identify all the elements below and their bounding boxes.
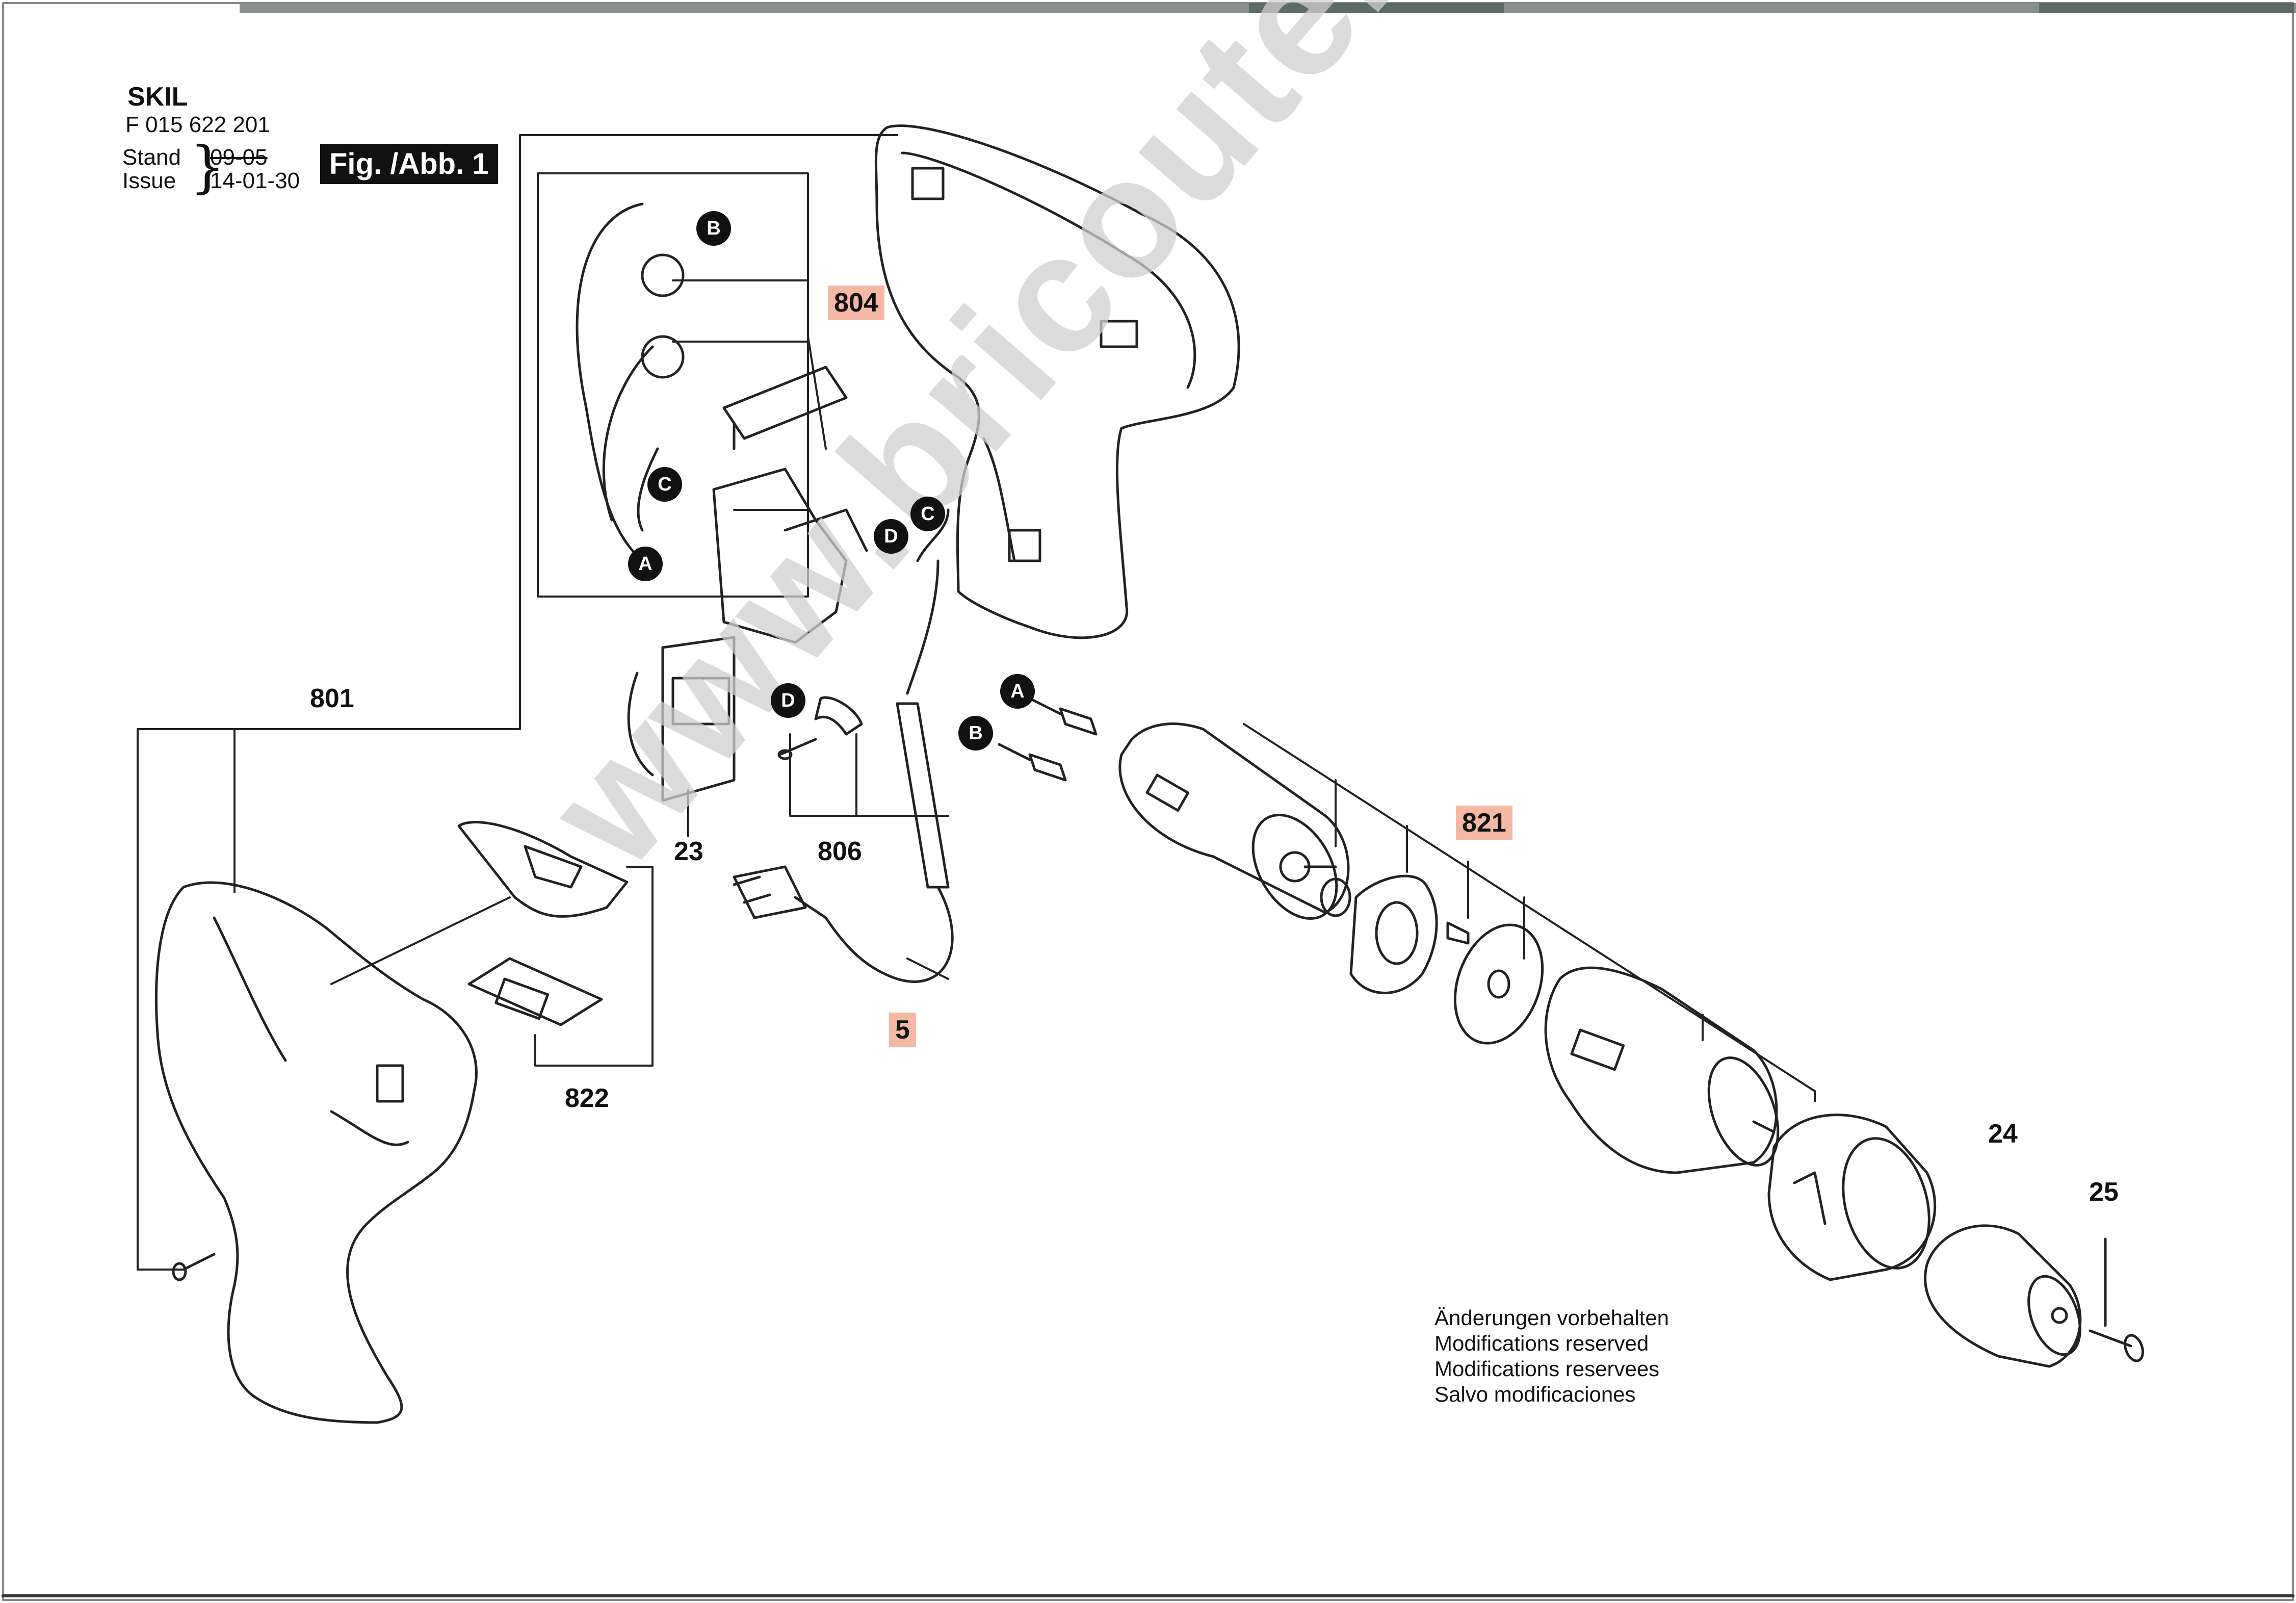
issue-date: 14-01-30 [210, 168, 300, 193]
part-821: 821 [1456, 806, 1512, 840]
stand-date: 09-05 [210, 145, 268, 170]
note-line: Salvo modificaciones [1434, 1382, 1636, 1406]
note-line: Modifications reservees [1434, 1357, 1660, 1381]
brace: } [190, 134, 225, 199]
chuck [1924, 1224, 2082, 1368]
gear-parts [1320, 874, 1544, 1045]
issue-label: Issue [122, 168, 176, 193]
part-806: 806 [818, 837, 862, 866]
power-cord [733, 508, 954, 983]
clutch-sleeve [1767, 1114, 1937, 1281]
motor [1118, 722, 1350, 920]
part-number: F 015 622 201 [125, 112, 270, 137]
part-23: 23 [674, 837, 703, 866]
brand-name: SKIL [127, 82, 188, 112]
cable-clamp [777, 696, 863, 760]
connector-b-terminal: B [958, 716, 993, 751]
stand-label: Stand [122, 145, 181, 170]
connector-c-harness: C [647, 467, 682, 502]
leaders-lower [534, 733, 949, 1067]
connector-c-cord: C [910, 497, 945, 531]
leader-801 [137, 134, 898, 1271]
chuck-screw [2089, 1237, 2144, 1362]
note-line: Änderungen vorbehalten [1434, 1306, 1669, 1330]
figure-label: Fig. /Abb. 1 [320, 144, 498, 184]
connector-a-terminal: A [1000, 674, 1035, 709]
connector-b-harness: B [696, 211, 731, 246]
connector-a-harness: A [628, 547, 663, 581]
part-822: 822 [565, 1083, 609, 1113]
connector-d-clamp: D [771, 683, 805, 718]
part-804: 804 [828, 286, 884, 320]
part-801: 801 [310, 684, 354, 713]
connector-d-cord: D [874, 519, 908, 554]
housing-half-left [155, 881, 478, 1424]
switch-harness [576, 202, 868, 802]
cover-822 [457, 821, 629, 1026]
note-line: Modifications reserved [1434, 1331, 1649, 1355]
part-24: 24 [1988, 1119, 2018, 1149]
part-5: 5 [889, 1013, 916, 1047]
terminals [998, 697, 1098, 782]
gearbox [1544, 966, 1780, 1174]
modification-notes: Änderungen vorbehalten Modifications res… [1434, 1305, 1669, 1407]
leader-804 [537, 172, 827, 598]
part-25: 25 [2089, 1177, 2119, 1207]
housing-half-right [874, 124, 1240, 639]
